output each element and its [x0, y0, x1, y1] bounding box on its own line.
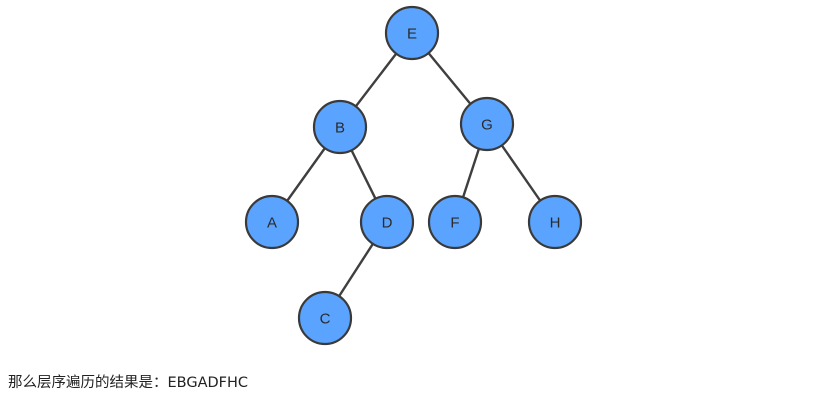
node-label-d: D	[382, 215, 393, 232]
node-d: D	[359, 194, 415, 250]
node-circle-h	[527, 194, 583, 250]
node-circle-a	[244, 194, 300, 250]
node-e: E	[384, 5, 440, 61]
node-b: B	[312, 99, 368, 155]
node-label-c: C	[320, 311, 331, 328]
node-label-g: G	[481, 117, 493, 134]
node-h: H	[527, 194, 583, 250]
tree-nodes: E B G A D F H C	[244, 5, 583, 346]
node-circle-e	[384, 5, 440, 61]
node-f: F	[427, 194, 483, 250]
level-order-result-caption: 那么层序遍历的结果是：EBGADFHC	[8, 375, 249, 391]
node-circle-g	[459, 96, 515, 152]
node-a: A	[244, 194, 300, 250]
node-label-h: H	[550, 215, 561, 232]
node-circle-f	[427, 194, 483, 250]
tree-edges	[270, 31, 557, 320]
node-label-f: F	[450, 215, 459, 232]
node-c: C	[297, 290, 353, 346]
node-g: G	[459, 96, 515, 152]
node-label-a: A	[267, 215, 277, 232]
node-label-b: B	[335, 120, 345, 137]
node-circle-b	[312, 99, 368, 155]
node-circle-c	[297, 290, 353, 346]
node-circle-d	[359, 194, 415, 250]
node-label-e: E	[407, 26, 417, 43]
